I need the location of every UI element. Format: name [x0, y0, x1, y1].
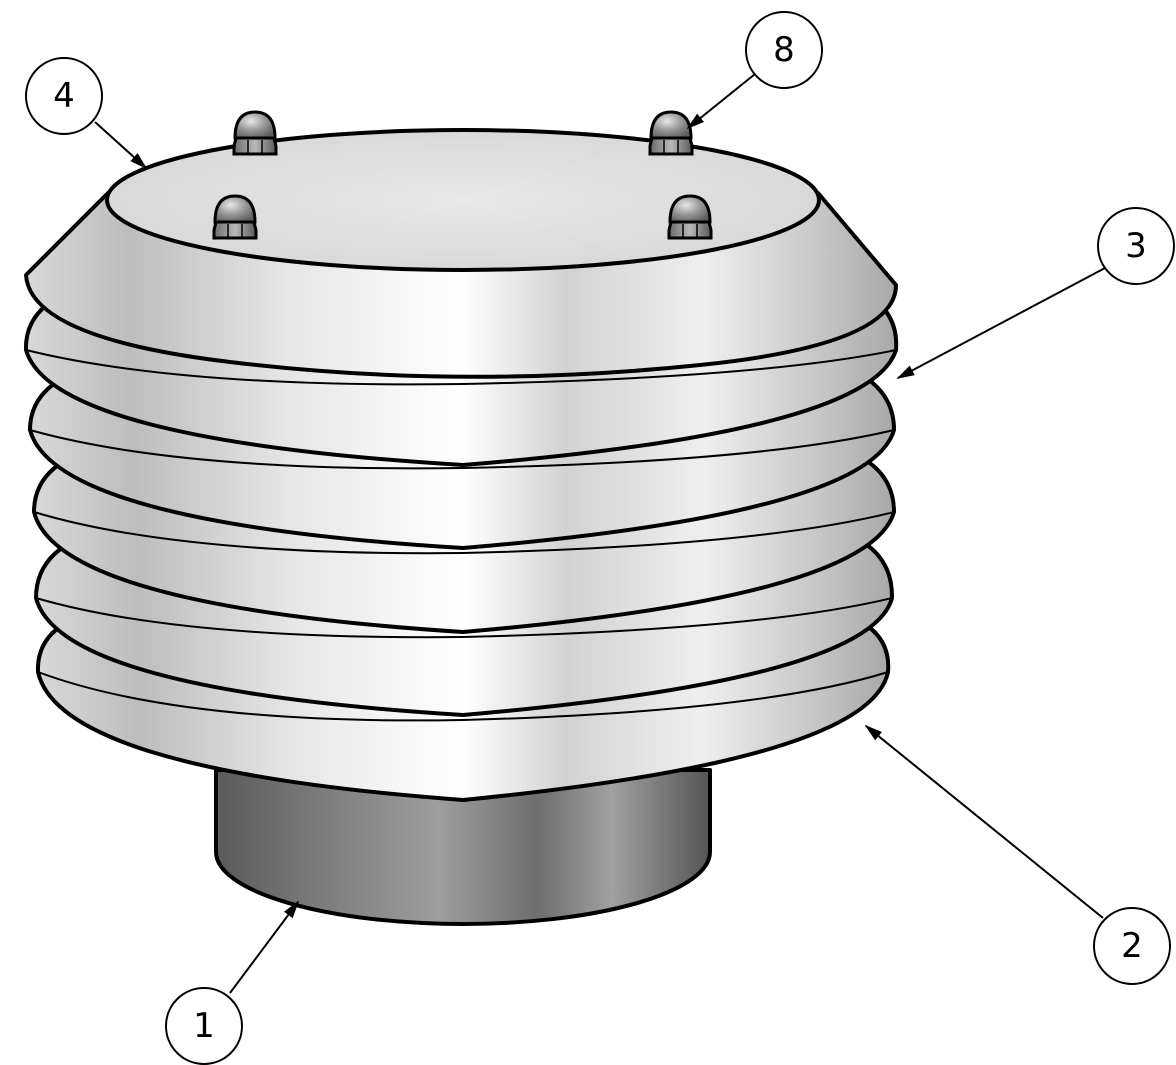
acorn-nut-icon	[212, 194, 258, 240]
callout-8: 8	[745, 11, 823, 89]
callout-1: 1	[165, 987, 243, 1065]
callout-3: 3	[1097, 207, 1175, 285]
leader-4	[94, 121, 148, 170]
leader-2	[864, 724, 1104, 919]
callout-1-label: 1	[193, 1006, 215, 1046]
acorn-nuts	[212, 110, 713, 240]
leader-3	[896, 267, 1106, 379]
louver-stack	[23, 128, 899, 802]
acorn-nut-icon	[648, 110, 694, 156]
leader-1	[229, 900, 300, 994]
callout-8-label: 8	[773, 30, 795, 70]
callout-4: 4	[25, 57, 103, 135]
callout-2-label: 2	[1121, 926, 1143, 966]
acorn-nut-icon	[232, 110, 278, 156]
leader-8	[686, 73, 756, 130]
leader-lines	[94, 73, 1106, 994]
acorn-nut-icon	[667, 194, 713, 240]
top-cap	[24, 128, 898, 379]
base-tube	[214, 768, 712, 926]
callout-2: 2	[1093, 907, 1171, 985]
callout-4-label: 4	[53, 76, 75, 116]
callout-3-label: 3	[1125, 226, 1147, 266]
